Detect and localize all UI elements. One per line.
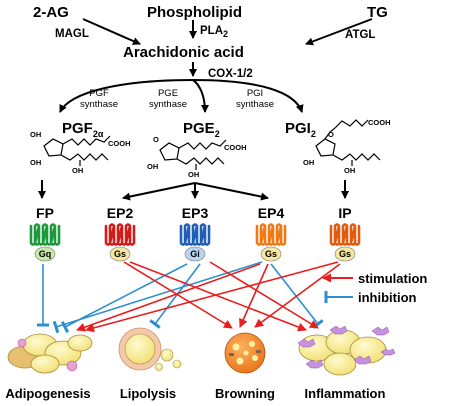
pge-oh-1: OH bbox=[147, 162, 158, 171]
pgf2a-label: PGF2α bbox=[62, 120, 104, 139]
pgi-oh-2: OH bbox=[344, 166, 355, 175]
pgf-synthase-label-2: synthase bbox=[80, 99, 118, 110]
arrow-pge-to-ep2 bbox=[122, 182, 196, 201]
pge-synthase-label-2: synthase bbox=[149, 99, 187, 110]
stim-ip-adipogenesis bbox=[85, 261, 339, 333]
pgf-oh-1: OH bbox=[30, 130, 41, 139]
stim-ep4-browning bbox=[239, 263, 269, 328]
enzyme-pla2: PLA2 bbox=[200, 25, 228, 39]
legend-stimulation-label: stimulation bbox=[358, 271, 427, 286]
receptor-ep2-helix bbox=[104, 223, 136, 246]
receptor-ep4-gprotein-label: Gs bbox=[265, 249, 277, 259]
pgi-synthase-label: PGI bbox=[247, 88, 263, 99]
receptor-ep4-label: EP4 bbox=[258, 205, 285, 221]
inhib-ep4-inflammation bbox=[270, 263, 324, 329]
inhibition-lines bbox=[37, 261, 324, 334]
receptor-ep3-gprotein-label: Gi bbox=[190, 249, 200, 259]
enzyme-magl: MAGL bbox=[55, 28, 89, 40]
browning-cell-illustration bbox=[224, 332, 266, 374]
receptor-fp-helix bbox=[29, 223, 61, 246]
source-tg: TG bbox=[367, 4, 388, 21]
arrow-tg-to-aa bbox=[305, 18, 373, 46]
arrow-2ag-to-aa bbox=[82, 18, 141, 45]
arrow-pge-to-ep4 bbox=[194, 182, 269, 201]
receptor-ip-label: IP bbox=[338, 205, 351, 221]
pge-cooh: COOH bbox=[224, 143, 247, 152]
outcome-lipolysis: Lipolysis bbox=[120, 386, 176, 401]
stim-ep2-browning bbox=[123, 261, 233, 329]
lipolysis-cell-illustration bbox=[118, 327, 182, 371]
pge-o: O bbox=[153, 135, 159, 144]
receptor-ep3-label: EP3 bbox=[182, 205, 209, 221]
enzyme-atgl: ATGL bbox=[345, 29, 375, 41]
pge2-structure bbox=[159, 139, 227, 170]
arrow-to-pgi bbox=[192, 79, 304, 113]
inhib-ep3-adipogenesis bbox=[60, 263, 188, 334]
pge-synthase-label: PGE bbox=[158, 88, 178, 99]
pge-oh-2: OH bbox=[188, 170, 199, 179]
pgi-o: O bbox=[328, 130, 334, 139]
pgf-oh-2: OH bbox=[30, 158, 41, 167]
source-2ag: 2-AG bbox=[33, 4, 69, 21]
stim-ep2-inflammation bbox=[129, 261, 307, 332]
arachidonic-acid: Arachidonic acid bbox=[123, 44, 244, 61]
pgf-synthase-label: PGF bbox=[89, 88, 109, 99]
receptor-ep3-gprotein bbox=[184, 246, 206, 262]
enzyme-cox: COX-1/2 bbox=[208, 68, 253, 80]
adipogenesis-cells-illustration bbox=[7, 333, 93, 374]
pgi-synthase-label-2: synthase bbox=[236, 99, 274, 110]
inhib-ep4-adipogenesis bbox=[52, 261, 263, 334]
outcome-browning: Browning bbox=[215, 386, 275, 401]
receptor-fp-label: FP bbox=[36, 205, 54, 221]
pgi2-structure bbox=[315, 119, 381, 166]
receptor-fp-gprotein-label: Gq bbox=[39, 249, 52, 259]
pgf-oh-3: OH bbox=[72, 166, 83, 175]
receptor-ep2-label: EP2 bbox=[107, 205, 134, 221]
receptor-fp-gprotein bbox=[34, 246, 56, 262]
receptor-ep4-gprotein bbox=[260, 246, 282, 262]
receptor-ip-helix bbox=[329, 223, 361, 246]
inflammation-cells-illustration bbox=[297, 325, 396, 376]
receptor-ep4-helix bbox=[255, 223, 287, 246]
stimulation-lines bbox=[76, 261, 341, 333]
stim-ep3-inflammation bbox=[209, 261, 319, 329]
arrow-to-pge bbox=[192, 79, 209, 113]
source-phospholipid: Phospholipid bbox=[147, 4, 242, 21]
pgi-oh-1: OH bbox=[303, 158, 314, 167]
receptor-ep2-gprotein bbox=[109, 246, 131, 262]
outcome-inflammation: Inflammation bbox=[305, 386, 386, 401]
pgi2-label: PGI2 bbox=[285, 120, 316, 139]
legend-inhibition-label: inhibition bbox=[358, 290, 417, 305]
pgf2a-structure bbox=[43, 135, 111, 166]
pge2-label: PGE2 bbox=[183, 120, 220, 139]
stim-ep4-adipogenesis bbox=[76, 263, 261, 332]
receptor-ep3-helix bbox=[179, 223, 211, 246]
receptor-fp: FP Gq bbox=[29, 205, 61, 262]
pgi-cooh: COOH bbox=[368, 118, 391, 127]
receptor-ip-gprotein-label: Gs bbox=[339, 249, 351, 259]
arrow-to-pgf bbox=[59, 79, 194, 113]
receptor-ip: IP Gs bbox=[329, 205, 361, 262]
outcome-adipogenesis: Adipogenesis bbox=[5, 386, 90, 401]
pgf-cooh: COOH bbox=[108, 139, 131, 148]
receptor-ip-gprotein bbox=[334, 246, 356, 262]
receptor-ep2-gprotein-label: Gs bbox=[114, 249, 126, 259]
